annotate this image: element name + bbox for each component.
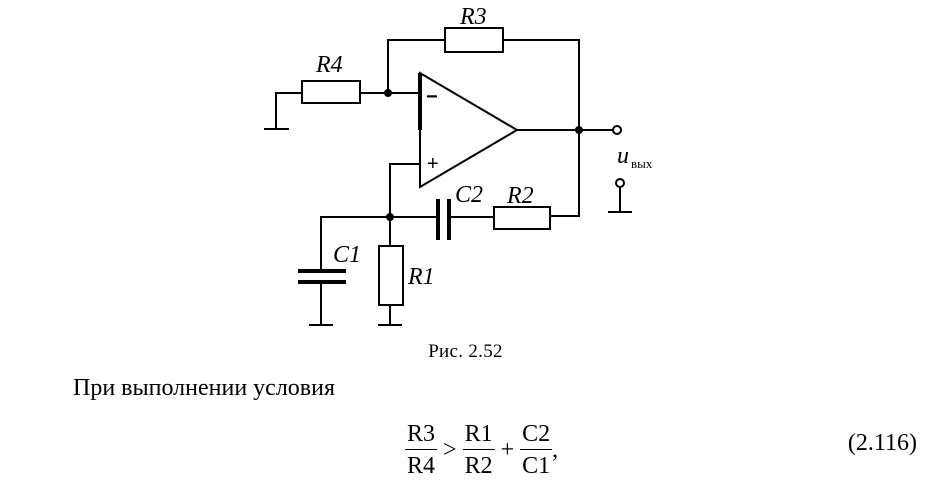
numerator: R3 xyxy=(405,420,438,450)
resistor-r2 xyxy=(493,206,551,230)
circuit-diagram: R3 R4 C2 R2 C1 R1 u вых − + xyxy=(264,4,653,326)
label-r1: R1 xyxy=(407,264,435,290)
label-output-sub: вых xyxy=(631,156,653,171)
label-r3: R3 xyxy=(459,4,487,30)
opamp-plus-sign: + xyxy=(427,153,439,175)
resistor-r4 xyxy=(301,80,361,104)
numerator: C2 xyxy=(520,420,553,450)
figure-caption: Рис. 2.52 xyxy=(428,341,503,362)
formula: R3 R4 > R1 R2 + C2 C1 , xyxy=(405,415,558,485)
label-r2: R2 xyxy=(506,183,534,209)
output-terminal-top xyxy=(612,125,622,135)
label-c1: C1 xyxy=(333,242,361,268)
label-output-var: u xyxy=(617,143,629,169)
paragraph-text: При выполнении условия xyxy=(73,375,336,401)
numerator: R1 xyxy=(462,420,495,450)
junction-dot xyxy=(575,126,583,134)
junction-dot xyxy=(386,213,394,221)
fraction-r1-r2: R1 R2 xyxy=(462,420,495,480)
denominator: R4 xyxy=(407,453,436,479)
denominator: R2 xyxy=(464,453,493,479)
resistor-r3 xyxy=(444,27,504,53)
junction-dot xyxy=(384,89,392,97)
formula-trailing-comma: , xyxy=(552,436,559,463)
operator-greater: > xyxy=(443,436,457,463)
label-c2: C2 xyxy=(455,182,483,208)
output-terminal-bottom xyxy=(615,178,625,188)
resistor-r1 xyxy=(378,245,404,306)
label-r4: R4 xyxy=(315,52,343,78)
fraction-c2-c1: C2 C1 xyxy=(520,420,553,480)
denominator: C1 xyxy=(522,453,551,479)
fraction-r3-r4: R3 R4 xyxy=(405,420,438,480)
operator-plus: + xyxy=(500,436,515,463)
opamp-minus-sign: − xyxy=(426,86,438,108)
equation-number: (2.116) xyxy=(847,430,917,456)
